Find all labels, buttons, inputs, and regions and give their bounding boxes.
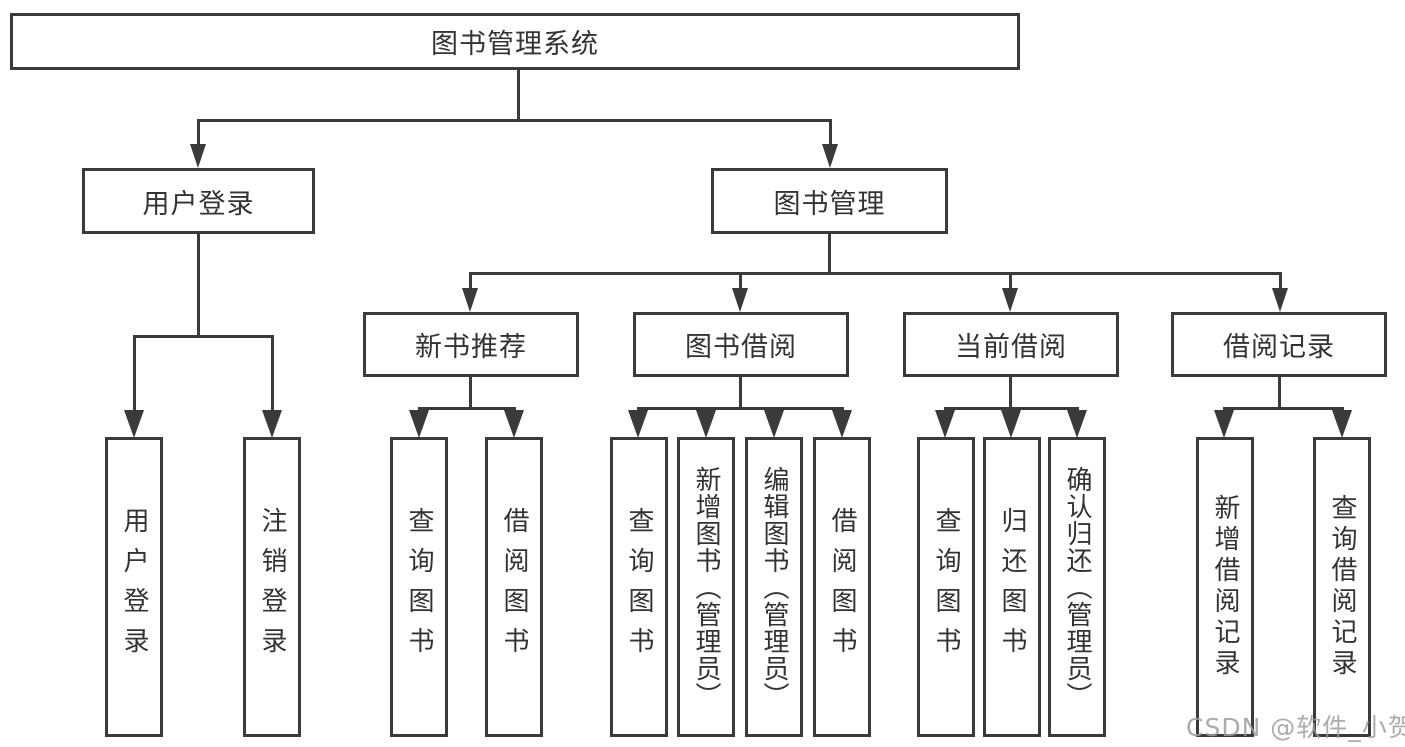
connector-line (739, 272, 742, 290)
connector-line (133, 335, 274, 338)
node-new-book-recommend: 新书推荐 (363, 312, 579, 377)
leaf-label: 编辑图书（管理员） (759, 465, 789, 709)
leaf-label: 查询图书 (624, 507, 654, 667)
leaf-borrow-query-books: 查询图书 (610, 437, 668, 737)
leaf-borrow-borrow-books: 借阅图书 (813, 437, 871, 737)
leaf-label: 归还图书 (997, 507, 1027, 667)
leaf-label: 借阅图书 (827, 507, 857, 667)
leaf-newbook-borrow-books: 借阅图书 (485, 437, 543, 737)
arrow-down-icon (190, 144, 206, 168)
connector-line (739, 375, 742, 409)
node-borrow-record-label: 借阅记录 (1223, 332, 1335, 363)
connector-line (829, 119, 832, 147)
leaf-label: 新增图书（管理员） (691, 465, 721, 709)
leaf-label: 查询借阅记录 (1327, 494, 1357, 680)
connector-line (469, 272, 472, 290)
node-borrow-record: 借阅记录 (1171, 312, 1387, 377)
arrow-down-icon (822, 144, 838, 168)
leaf-current-confirm-return-admin: 确认归还（管理员） (1048, 437, 1106, 737)
node-root-label: 图书管理系统 (431, 29, 599, 60)
node-new-book-recommend-label: 新书推荐 (415, 332, 527, 363)
connector-line (469, 272, 1282, 275)
leaf-label: 查询图书 (404, 507, 434, 667)
leaf-current-query-books: 查询图书 (917, 437, 975, 737)
arrow-down-icon (1002, 288, 1018, 312)
leaf-borrow-add-books-admin: 新增图书（管理员） (677, 437, 735, 737)
arrow-down-icon (696, 410, 716, 438)
connector-line (944, 407, 1079, 410)
arrow-down-icon (409, 410, 429, 438)
arrow-down-icon (1001, 410, 1021, 438)
connector-line (197, 119, 200, 147)
leaf-newbook-query-books: 查询图书 (390, 437, 448, 737)
connector-line (1009, 375, 1012, 409)
arrow-down-icon (628, 410, 648, 438)
leaf-label: 注销登录 (257, 507, 287, 667)
arrow-down-icon (764, 410, 784, 438)
watermark: CSDN @软件_小贺同学 (1186, 713, 1405, 742)
connector-line (637, 407, 844, 410)
arrow-down-icon (1067, 410, 1087, 438)
leaf-record-add-record: 新增借阅记录 (1196, 437, 1254, 737)
arrow-down-icon (1214, 410, 1234, 438)
connector-line (197, 119, 832, 122)
arrow-down-icon (935, 410, 955, 438)
arrow-down-icon (462, 288, 478, 312)
leaf-label: 用户登录 (119, 507, 149, 667)
node-user-login-label: 用户登录 (142, 188, 255, 220)
leaf-user-login: 用户登录 (105, 437, 163, 737)
arrow-down-icon (732, 288, 748, 312)
connector-line (517, 68, 520, 121)
connector-line (469, 375, 472, 409)
node-book-borrow: 图书借阅 (633, 312, 849, 377)
arrow-down-icon (262, 410, 282, 438)
leaf-borrow-edit-books-admin: 编辑图书（管理员） (745, 437, 803, 737)
leaf-record-query-record: 查询借阅记录 (1313, 437, 1371, 737)
connector-line (1279, 272, 1282, 290)
node-book-management-label: 图书管理 (773, 188, 886, 220)
leaf-label: 确认归还（管理员） (1062, 465, 1092, 709)
connector-line (197, 232, 200, 337)
node-book-management: 图书管理 (711, 168, 948, 234)
leaf-label: 查询图书 (931, 507, 961, 667)
arrow-down-icon (504, 410, 524, 438)
connector-line (1009, 272, 1012, 290)
node-user-login: 用户登录 (82, 168, 315, 234)
connector-line (133, 335, 136, 411)
leaf-logout: 注销登录 (243, 437, 301, 737)
connector-line (1278, 375, 1281, 409)
arrow-down-icon (1332, 410, 1352, 438)
connector-line (418, 407, 516, 410)
node-current-borrow: 当前借阅 (903, 312, 1119, 377)
node-book-borrow-label: 图书借阅 (685, 332, 797, 363)
connector-line (271, 335, 274, 411)
leaf-label: 借阅图书 (499, 507, 529, 667)
connector-line (1223, 407, 1344, 410)
arrow-down-icon (832, 410, 852, 438)
arrow-down-icon (124, 410, 144, 438)
leaf-current-return-books: 归还图书 (983, 437, 1041, 737)
arrow-down-icon (1272, 288, 1288, 312)
leaf-label: 新增借阅记录 (1210, 494, 1240, 680)
connector-line (828, 232, 831, 275)
node-root: 图书管理系统 (10, 13, 1020, 70)
node-current-borrow-label: 当前借阅 (955, 332, 1067, 363)
